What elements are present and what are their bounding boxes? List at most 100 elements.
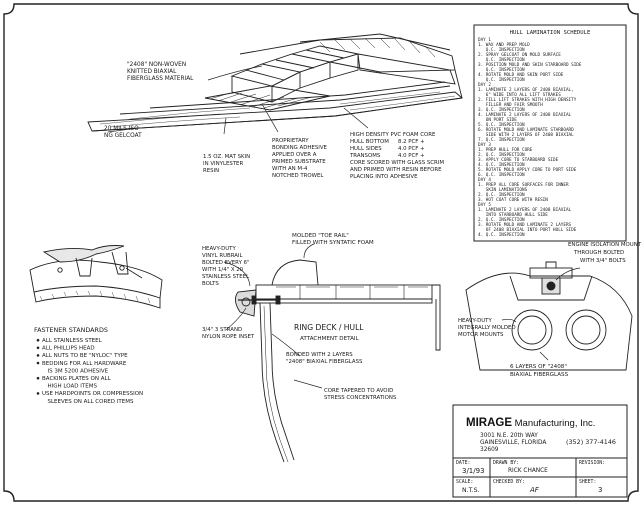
bullet-icon <box>36 346 40 350</box>
schedule-line: DAY 3 <box>478 142 491 148</box>
bullet-icon <box>36 338 40 342</box>
callout-fabric: "2408" NON-WOVEN KNITTED BIAXIAL FIBERGL… <box>127 62 194 82</box>
schedule-line: 5. Q.C. INSPECTION <box>478 122 525 128</box>
deck-hull-callouts: MOLDED "TOE RAIL" FILLED WITH SYNTATIC F… <box>202 233 397 401</box>
checked-by-label: CHECKED BY: <box>493 479 525 485</box>
schedule-line: 3. ROTATE MOLD AND LAMINATE 2 LAYERS <box>478 222 572 228</box>
ring-detail-title: RING DECK / HULL <box>294 323 364 332</box>
scale-label: SCALE: <box>456 479 473 485</box>
schedule-line: Q.C. INSPECTION <box>478 77 525 83</box>
callout-engine-mount: ENGINE ISOLATION MOUNT THROUGH BOLTED WI… <box>568 242 642 264</box>
schedule-line: 4. Q.C. INSPECTION <box>478 162 525 168</box>
deck-hull-leaders <box>223 243 323 389</box>
fastener-items: ALL STAINLESS STEEL ALL PHILLIPS HEADALL … <box>36 338 143 405</box>
fastener-item: ALL NUTS TO BE "NYLOC" TYPE <box>42 353 128 359</box>
schedule-line: SIDE WITH 2 LAYERS OF 2408 BIAXIAL <box>478 132 574 138</box>
schedule-line: 7. Q.C. INSPECTION <box>478 137 525 143</box>
cleat-drawing <box>29 245 163 309</box>
schedule-line: 6. Q.C. INSPECTION <box>478 172 525 178</box>
date-value: 3/1/93 <box>462 467 485 475</box>
schedule-line: 6. ROTATE MOLD AND LAMINATE STARBOARD <box>478 127 574 133</box>
callout-tapered: CORE TAPERED TO AVOID STRESS CONCENTRATI… <box>324 388 397 401</box>
schedule-line: DAY 5 <box>478 202 491 208</box>
revision-label: REVISION: <box>579 460 605 466</box>
fastener-standards: FASTENER STANDARDS ALL STAINLESS STEELAL… <box>34 326 143 405</box>
schedule-line: OF 2408 BIAXIAL INTO PORT HULL SIDE <box>478 227 577 233</box>
sheet-label: SHEET: <box>579 479 596 485</box>
callout-rubrail: HEAVY-DUTY VINYL RUBRAIL BOLTED EVERY 6"… <box>202 246 251 287</box>
callout-mat-skin: 1.5 OZ. MAT SKIN IN VINYLESTER RESIN <box>203 154 252 174</box>
fastener-item: USE HARDPOINTS OR COMPRESSION <box>42 391 143 397</box>
schedule-line: DAY 2 <box>478 82 491 88</box>
fastener-item: BEDDING FOR ALL HARDWARE <box>42 361 127 367</box>
title-block <box>452 404 628 498</box>
schedule-line: DAY 4 <box>478 177 491 183</box>
fastener-item: ALL PHILLIPS HEAD <box>42 346 95 352</box>
company-address: 3001 N.E. 20th WAY GAINESVILLE, FLORIDA … <box>480 433 548 453</box>
bullet-icon <box>36 361 40 365</box>
fastener-title: FASTENER STANDARDS <box>34 326 108 334</box>
title-block-text: MIRAGE Manufacturing, Inc. 3001 N.E. 20t… <box>456 417 616 494</box>
fastener-item: SLEEVES ON ALL CORED ITEMS <box>44 399 134 405</box>
company-phone: (352) 377-4146 <box>566 438 616 446</box>
schedule-line: 3. Q.C. INSPECTION <box>478 107 525 113</box>
schedule-line: INTO STARBOARD HULL SIDE <box>478 212 548 218</box>
schedule-line: 1. PREP HULL FOR CORE <box>478 147 533 153</box>
schedule-line: 5. ROTATE MOLD APPLY CORE TO PORT SIDE <box>478 167 577 173</box>
drawn-by-label: DRAWN BY: <box>493 460 519 466</box>
callout-gelcoat: 20 MILS ISO NG GELCOAT <box>104 126 142 139</box>
callout-toe-rail: MOLDED "TOE RAIL" FILLED WITH SYNTATIC F… <box>292 233 374 246</box>
fastener-item: BACKING PLATES ON ALL <box>42 376 112 382</box>
schedule-line: SKIN LAMINATIONS <box>478 187 528 193</box>
schedule-line: 4. ROTATE MOLD AND SKIN PORT SIDE <box>478 72 564 78</box>
schedule-line: 1. LAMINATE 2 LAYERS OF 2408 BIAXIAL <box>478 207 572 213</box>
schedule-line: ON PORT SIDE <box>478 117 517 123</box>
laminate-section-drawing <box>87 33 464 132</box>
schedule-line: 2. FILL LIFT STRAKES WITH HIGH DENSITY <box>478 97 577 103</box>
engine-mount-leaders <box>501 267 581 361</box>
schedule-line: 4. LAMINATE 2 LAYERS OF 2408 BIAXIAL <box>478 112 572 118</box>
callout-rope: 3/4" 3 STRAND NYLON ROPE INSET <box>202 327 255 340</box>
fastener-item: HIGH LOAD ITEMS <box>44 384 97 390</box>
laminate-callouts: "2408" NON-WOVEN KNITTED BIAXIAL FIBERGL… <box>104 62 446 180</box>
laminate-leaders <box>107 65 369 135</box>
sheet-value: 3 <box>598 486 602 494</box>
schedule-line: 2. Q.C. INSPECTION <box>478 152 525 158</box>
schedule-line: 1. LAMINATE 2 LAYERS OF 2408 BIAXIAL, <box>478 87 574 93</box>
fastener-item: ALL STAINLESS STEEL <box>42 338 103 344</box>
schedule-line: DAY 1 <box>478 37 491 43</box>
schedule-line: 3. APPLY CORE TO STARBOARD SIDE <box>478 157 559 163</box>
bullet-icon <box>36 354 40 357</box>
callout-layers: 6 LAYERS OF "2408" BIAXIAL FIBERGLASS <box>510 364 569 378</box>
bullet-icon <box>36 376 40 380</box>
sheet-border <box>3 3 639 502</box>
engine-mount-drawing <box>465 261 633 371</box>
callout-core: HIGH DENSITY PVC FOAM CORE HULL BOTTOM 8… <box>349 132 446 180</box>
schedule-line: 1. WAX AND PREP MOLD <box>478 42 530 48</box>
ring-detail-subtitle: ATTACHMENT DETAIL <box>300 336 360 342</box>
deck-hull-drawing <box>235 259 441 463</box>
checked-by-value: AF <box>529 486 540 494</box>
lamination-schedule: HULL LAMINATION SCHEDULE DAY 11. WAX AND… <box>473 24 627 242</box>
callout-adhesive: PROPRIETARY BONDING ADHESIVE APPLIED OVE… <box>272 138 329 179</box>
drawn-by-value: RICK CHANCE <box>508 468 548 474</box>
schedule-line: 3. HOT COAT CORE WITH RESIN <box>478 197 548 203</box>
schedule-lines: DAY 11. WAX AND PREP MOLD Q.C. INSPECTIO… <box>478 37 582 238</box>
company-name: MIRAGE Manufacturing, Inc. <box>466 417 595 429</box>
schedule-line: 2. SPRAY GELCOAT ON MOLD SURFACE <box>478 52 561 58</box>
schedule-line: 1. PREP ALL CORE SURFACES FOR INNER <box>478 182 569 188</box>
schedule-line: FILLER AND FAIR SMOOTH <box>478 102 543 108</box>
schedule-line: 2. Q.C. INSPECTION <box>478 217 525 223</box>
schedule-line: 4. Q.C. INSPECTION <box>478 232 525 238</box>
schedule-line: Q.C. INSPECTION <box>478 67 525 73</box>
schedule-line: 6" WIDE INTO ALL LIFT STRAKES <box>478 92 561 98</box>
callout-bonded: BONDED WITH 2 LAYERS "2408" BIAXIAL FIBE… <box>286 352 363 365</box>
schedule-line: 2. Q.C. INSPECTION <box>478 192 525 198</box>
schedule-title: HULL LAMINATION SCHEDULE <box>510 30 591 36</box>
bullet-icon <box>36 392 40 395</box>
schedule-line: Q.C. INSPECTION <box>478 47 525 53</box>
fastener-item: IS 3M 5200 ADHESIVE <box>44 368 109 374</box>
engine-mount-callouts: ENGINE ISOLATION MOUNT THROUGH BOLTED WI… <box>458 242 642 378</box>
